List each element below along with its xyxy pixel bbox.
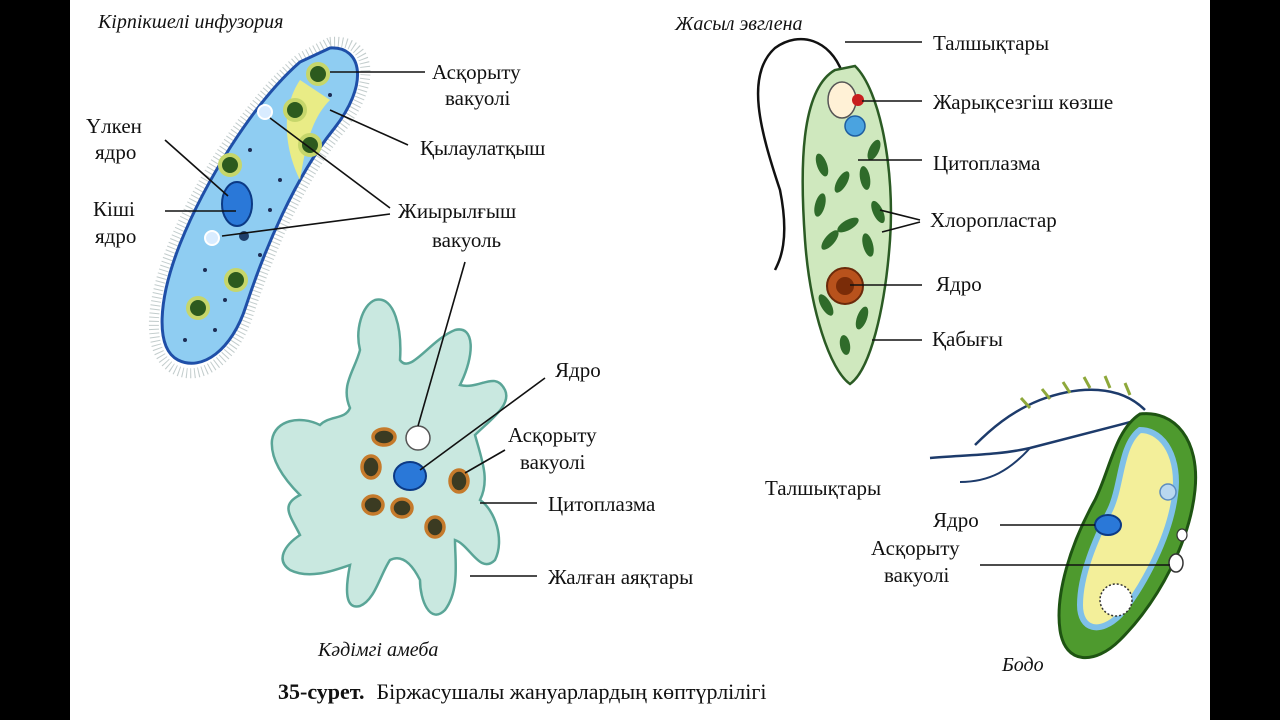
bodo-vacuole-small [1177,529,1187,541]
bodo-food-vacuole-label-1: Асқорыту [871,536,960,560]
paramecium-title: Кірпікшелі инфузория [97,11,283,33]
euglena-eyespot [852,94,864,106]
amoeba-title: Кәдімгі амеба [317,639,438,661]
amoeba-food-vacuole-label-1: Асқорыту [508,423,597,447]
paramecium-macronucleus-label-2: ядро [95,140,136,164]
euglena-organism [758,39,891,384]
amoeba-cytoplasm-label: Цитоплазма [548,492,656,516]
bodo-food-vacuole-label-2: вакуолі [884,563,950,587]
bodo-flagella-label: Талшықтары [765,476,881,500]
bodo-nucleus [1095,515,1121,535]
amoeba-food-vacuole-label-2: вакуолі [520,450,586,474]
figure-number: 35-сурет. [278,679,364,704]
euglena-chloroplasts-label: Хлоропластар [930,208,1057,232]
euglena-pellicle-label: Қабығы [932,327,1003,351]
euglena-cytoplasm-label: Цитоплазма [933,151,1041,175]
amoeba-nucleus-label: Ядро [555,358,601,382]
paramecium-food-vacuole-label-2: вакуолі [445,86,511,110]
amoeba-nucleus [394,462,426,490]
paramecium-micronucleus-label-2: ядро [95,224,136,248]
amoeba-contractile-vacuole [406,426,430,450]
paramecium-cytostome-leader [330,110,408,145]
paramecium-contractile-label-2: вакуоль [432,228,501,252]
bodo-food-vacuole [1169,554,1183,572]
figure-caption-text: Біржасушалы жануарлардың көптүрлілігі [376,679,766,704]
euglena-flagella-label: Талшықтары [933,31,1049,55]
paramecium-contractile-label-1: Жиырылғыш [398,199,516,223]
figure-caption: 35-сурет. Біржасушалы жануарлардың көптү… [278,679,767,704]
amoeba-pseudopods-label: Жалған аяқтары [548,565,693,589]
paramecium-cytostome-label: Қылаулатқыш [420,136,545,160]
paramecium-micronucleus-label-1: Кіші [93,197,135,221]
bodo-small-vacuole [1160,484,1176,500]
amoeba-body [272,300,507,615]
organisms-diagram: Кірпікшелі инфузория Асқорыту вакуолі Үл… [70,0,1210,720]
figure-page: Кірпікшелі инфузория Асқорыту вакуолі Үл… [70,0,1210,720]
euglena-title: Жасыл эвглена [674,13,803,35]
bodo-large-vacuole [1100,584,1132,616]
paramecium-macronucleus [222,182,252,226]
euglena-nucleus-label: Ядро [936,272,982,296]
euglena-nucleolus [836,277,854,295]
bodo-title: Бодо [1001,654,1044,676]
bodo-nucleus-label: Ядро [933,508,979,532]
paramecium-organism [154,42,366,374]
euglena-contractile-vacuole [845,116,865,136]
euglena-reservoir [828,82,856,118]
paramecium-food-vacuole-label-1: Асқорыту [432,60,521,84]
bodo-flagellum-back [930,420,1138,458]
amoeba-organism [272,300,507,615]
paramecium-macronucleus-label-1: Үлкен [86,114,142,138]
euglena-eyespot-label: Жарықсезгіш көзше [933,90,1113,114]
